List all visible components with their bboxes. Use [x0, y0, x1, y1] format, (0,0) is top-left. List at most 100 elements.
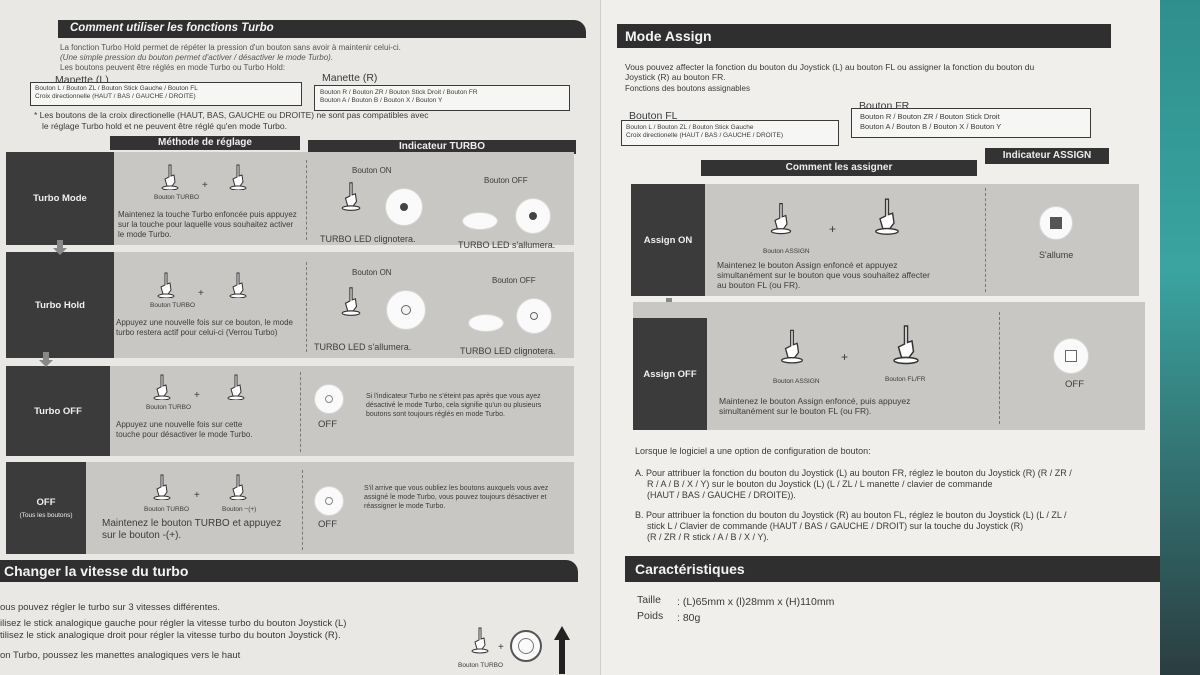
row-assign-off-desc: Maintenez le bouton Assign enfoncé, puis… — [719, 396, 999, 416]
turbo-intro-line-3: Les boutons peuvent être réglés en mode … — [60, 63, 286, 72]
column-divider — [306, 160, 307, 240]
speed-section-title: Changer la vitesse du turbo — [4, 563, 189, 579]
spec-section-title-bar: Caractéristiques — [625, 556, 1160, 582]
bouton-fr-box: Bouton R / Bouton ZR / Bouton Stick Droi… — [851, 108, 1091, 138]
config-option-b-line-2: stick L / Clavier de commande (HAUT / BA… — [647, 521, 1024, 531]
row-turbo-hold-on-text: TURBO LED s'allumera. — [314, 342, 412, 352]
finger-press-icon — [226, 374, 246, 401]
col-header-how: Comment les assigner — [701, 160, 977, 176]
analog-stick-icon — [518, 638, 534, 654]
finger-press-icon — [228, 474, 248, 501]
row-turbo-hold-desc: Appuyez une nouvelle fois sur ce bouton,… — [116, 318, 294, 337]
column-divider — [999, 312, 1000, 424]
manette-r-box: Bouton R / Bouton ZR / Bouton Stick Droi… — [314, 85, 570, 111]
right-page: Mode Assign Vous pouvez affecter la fonc… — [600, 0, 1160, 675]
row-turbo-mode-label: Turbo Mode — [6, 152, 114, 245]
assign-led-icon — [1053, 338, 1089, 374]
config-option-a-line-1: A. Pour attribuer la fonction du bouton … — [635, 468, 1072, 478]
turbo-button-caption: Bouton TURBO — [150, 302, 196, 309]
spec-size-value: : (L)65mm x (l)28mm x (H)110mm — [677, 596, 835, 608]
assign-intro-line-2: Joystick (R) au bouton FR. — [625, 72, 726, 82]
speed-line-1: ous pouvez régler le turbo sur 3 vitesse… — [0, 602, 221, 613]
manette-r-line-2: Bouton A / Bouton B / Bouton X / Bouton … — [320, 97, 443, 104]
column-divider — [985, 188, 986, 292]
turbo-section-title: Comment utiliser les fonctions Turbo — [70, 22, 274, 34]
bouton-fl-line-2: Croix directionelle (HAUT / BAS / GAUCHE… — [626, 132, 783, 139]
turbo-button-icon — [462, 212, 498, 230]
row-assign-on-label: Assign ON — [631, 184, 705, 296]
col-header-assign-indicator: Indicateur ASSIGN — [985, 148, 1109, 164]
row-all-off-title: OFF — [36, 497, 56, 508]
bouton-fr-line-1: Bouton R / Bouton ZR / Bouton Stick Droi… — [860, 112, 1000, 121]
finger-press-icon — [769, 196, 792, 235]
manette-r-label: Manette (R) — [322, 72, 378, 84]
finger-press-icon — [160, 164, 180, 191]
row-assign-off-desc-2: simultanément sur le bouton FL (ou FR). — [719, 406, 872, 416]
row-assign-off-desc-1: Maintenez le bouton Assign enfoncé, puis… — [719, 396, 911, 406]
row-turbo-mode-off-text: TURBO LED s'allumera. — [458, 240, 556, 250]
manette-l-line-2: Croix directionnelle (HAUT / BAS / GAUCH… — [35, 93, 196, 100]
assignable-functions-label: Fonctions des boutons assignables — [625, 84, 750, 93]
bouton-fl-line-1: Bouton L / Bouton ZL / Bouton Stick Gauc… — [626, 124, 754, 131]
background-edge — [1160, 0, 1200, 675]
config-option-a-line-3: (HAUT / BAS / GAUCHE / DROITE)). — [647, 490, 796, 500]
row-assign-on-desc: Maintenez le bouton Assign enfoncé et ap… — [717, 260, 997, 290]
row-assign-off-label: Assign OFF — [633, 318, 707, 430]
turbo-button-icon — [468, 314, 504, 332]
finger-press-icon — [152, 474, 172, 501]
finger-press-icon — [228, 164, 248, 191]
bouton-off-label: Bouton OFF — [484, 176, 528, 185]
row-assign-on-desc-1: Maintenez le bouton Assign enfoncé et ap… — [717, 260, 898, 270]
turbo-intro-line-2: (Une simple pression du bouton permet d'… — [60, 53, 334, 62]
spec-weight-label: Poids — [637, 610, 664, 622]
row-assign-on-desc-2: simultanément sur le bouton que vous sou… — [717, 270, 930, 280]
minus-plus-button-caption: Bouton −(+) — [222, 506, 257, 513]
row-all-off-desc: Maintenez le bouton TURBO et appuyez sur… — [102, 518, 282, 541]
speed-line-4: on Turbo, poussez les manettes analogiqu… — [0, 650, 241, 661]
config-option-b: B. Pour attribuer la fonction du bouton … — [635, 510, 1160, 543]
finger-press-icon — [891, 318, 919, 365]
finger-press-icon — [340, 180, 361, 211]
plus-sign: + — [829, 222, 837, 236]
config-intro: Lorsque le logiciel a une option de conf… — [635, 446, 871, 456]
bouton-fl-label: Bouton FL — [629, 110, 678, 122]
turbo-compat-note-line-2: le réglage Turbo hold et ne peuvent être… — [42, 121, 287, 131]
assign-intro-line-1: Vous pouvez affecter la fonction du bout… — [625, 62, 1035, 72]
assign-section-title: Mode Assign — [625, 28, 712, 44]
manette-l-box: Bouton L / Bouton ZL / Bouton Stick Gauc… — [30, 82, 302, 106]
plus-sign: + — [198, 288, 204, 299]
bouton-on-label: Bouton ON — [352, 166, 392, 175]
config-option-a: A. Pour attribuer la fonction du bouton … — [635, 468, 1160, 501]
spec-size-label: Taille — [637, 594, 661, 606]
left-page: Comment utiliser les fonctions Turbo La … — [0, 0, 600, 675]
turbo-compat-note-line-1: * Les boutons de la croix directionelle … — [34, 110, 429, 120]
led-dot-icon — [529, 212, 537, 220]
assign-button-caption: Bouton ASSIGN — [763, 248, 810, 255]
row-turbo-off-off-label: OFF — [318, 419, 337, 430]
row-all-off-sublabel: (Tous les boutons) — [19, 512, 73, 519]
turbo-intro: La fonction Turbo Hold permet de répéter… — [60, 43, 580, 73]
speed-line-2: ilisez le stick analogique gauche pour r… — [0, 618, 347, 629]
plus-sign: + — [498, 642, 504, 653]
row-all-off — [6, 462, 574, 554]
row-assign-off-indicator: OFF — [1065, 379, 1084, 390]
spec-section-title: Caractéristiques — [635, 561, 745, 577]
bouton-fr-line-2: Bouton A / Bouton B / Bouton X / Bouton … — [860, 122, 1002, 131]
led-dot-icon — [325, 395, 333, 403]
fl-fr-button-caption: Bouton FL/FR — [885, 376, 926, 383]
row-assign-on-indicator: S'allume — [1039, 250, 1074, 260]
plus-sign: + — [194, 390, 200, 401]
finger-press-icon — [470, 626, 490, 654]
row-turbo-hold-label: Turbo Hold — [6, 252, 114, 358]
row-turbo-off-label: Turbo OFF — [6, 366, 110, 456]
row-turbo-off-desc: Appuyez une nouvelle fois sur cette touc… — [116, 420, 253, 439]
finger-press-icon — [152, 374, 172, 401]
speed-section-title-bar: Changer la vitesse du turbo — [0, 560, 578, 582]
finger-press-icon — [228, 272, 248, 299]
column-divider — [306, 262, 307, 352]
config-option-b-line-3: (R / ZR / R stick / A / B / X / Y). — [647, 532, 769, 542]
plus-sign: + — [841, 350, 849, 364]
finger-press-icon — [873, 192, 899, 235]
turbo-intro-line-1: La fonction Turbo Hold permet de répéter… — [60, 43, 401, 52]
row-turbo-off-note: Si l'indicateur Turbo ne s'éteint pas ap… — [366, 393, 542, 418]
